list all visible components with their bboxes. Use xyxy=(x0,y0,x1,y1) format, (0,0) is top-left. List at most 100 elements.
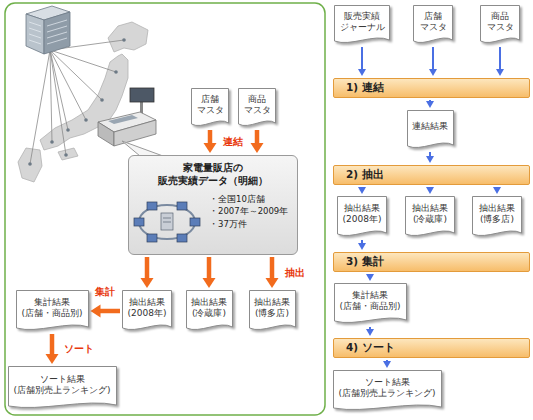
building-front xyxy=(44,12,70,54)
flow-arrow xyxy=(266,257,279,288)
document-outline xyxy=(123,291,172,330)
arrow-head xyxy=(426,101,434,108)
step-label: 4) ソート xyxy=(346,341,395,355)
callout-pointer xyxy=(122,141,163,156)
panel-frame xyxy=(5,3,325,415)
document-outline xyxy=(338,197,387,236)
document-box: 抽出結果 (博多店) xyxy=(472,196,522,238)
network-line xyxy=(50,50,102,100)
document-outline xyxy=(334,284,406,323)
callout-bullet: ・2007年～2009年 xyxy=(209,205,288,217)
document-outline xyxy=(186,291,232,330)
flow-arrow xyxy=(383,360,391,368)
arrow-head xyxy=(358,69,366,76)
store-dot xyxy=(28,162,32,166)
document-box: 集計結果 (店舗・商品別) xyxy=(334,283,407,325)
network-line xyxy=(30,50,50,164)
arrow-head xyxy=(251,143,264,153)
arrow-head xyxy=(358,187,366,194)
terminal-icon xyxy=(177,234,187,242)
document-box: ソート結果 (店舗別売上ランキング) xyxy=(8,366,117,410)
terminal-icon xyxy=(177,202,187,210)
arrow-line xyxy=(499,47,501,70)
arrow-head xyxy=(266,278,279,288)
flow-arrow xyxy=(46,334,59,364)
edge-label: ソート xyxy=(63,343,95,355)
arrow-line xyxy=(207,257,212,279)
edge-label: 集計 xyxy=(94,286,116,298)
document-box: 店舗 マスタ xyxy=(413,5,453,45)
flow-arrow xyxy=(91,305,121,318)
window-row xyxy=(29,34,41,38)
store-dot xyxy=(114,70,118,74)
arrow-head xyxy=(46,354,59,364)
flow-arrow xyxy=(366,274,374,281)
flow-arrow xyxy=(251,130,264,153)
store-dot xyxy=(64,153,68,157)
step-band: 4) ソート xyxy=(333,338,530,358)
step-band: 2) 抽出 xyxy=(333,165,530,185)
arrow-line xyxy=(145,257,150,279)
building-windows xyxy=(29,20,67,44)
document-box: 店舗 マスタ xyxy=(191,88,229,128)
map-island xyxy=(108,22,148,52)
building-icon xyxy=(26,6,70,54)
network-terminals xyxy=(134,202,200,242)
document-outline xyxy=(239,89,276,126)
document-box: 連結結果 xyxy=(407,110,454,150)
document-label: 店舗 マスタ xyxy=(196,94,224,116)
document-box: 販売実績 ジャーナル xyxy=(334,5,390,45)
step-band: 1) 連結 xyxy=(333,78,530,98)
store-dot xyxy=(100,98,104,102)
document-label: 集計結果 (店舗・商品別) xyxy=(21,297,84,319)
document-box: 商品 マスタ xyxy=(480,5,520,45)
document-outline xyxy=(249,291,295,330)
document-label: 商品 マスタ xyxy=(243,94,271,116)
flow-arrow xyxy=(426,187,434,194)
document-label: 抽出結果 (博多店) xyxy=(254,297,291,319)
store-dot xyxy=(84,118,88,122)
window-row xyxy=(29,28,41,32)
arrow-line xyxy=(255,130,260,144)
document-label: 店舗 マスタ xyxy=(419,11,447,33)
document-outline xyxy=(414,6,453,43)
edge-label: 連結 xyxy=(222,136,244,148)
terminal-icon xyxy=(190,218,200,226)
document-outline xyxy=(333,371,441,410)
document-outline xyxy=(407,111,453,148)
document-label: ソート結果 (店舗別売上ランキング) xyxy=(13,374,112,396)
document-label: ソート結果 (店舗別売上ランキング) xyxy=(338,377,437,399)
document-label: 抽出結果 (2008年) xyxy=(342,203,382,225)
callout-title: 家電量販店の 販売実績データ（明細） xyxy=(158,162,269,187)
arrow-line xyxy=(100,309,121,314)
arrow-head xyxy=(366,329,374,336)
arrow-head xyxy=(91,305,101,318)
document-label: 販売実績 ジャーナル xyxy=(339,11,385,33)
flow-arrow xyxy=(429,47,437,76)
store-dot xyxy=(122,38,126,42)
callout-bullet: ・37万件 xyxy=(209,218,247,230)
arrow-head xyxy=(426,156,434,163)
map-island xyxy=(58,148,78,160)
arrow-head xyxy=(141,278,154,288)
arrow-line xyxy=(432,47,434,70)
document-outline xyxy=(473,197,522,236)
document-label: 抽出結果 (冷蔵庫) xyxy=(191,297,228,319)
store-dots xyxy=(28,38,126,166)
step-band: 3) 集計 xyxy=(333,252,530,272)
arrow-head xyxy=(203,278,216,288)
store-dot xyxy=(50,140,54,144)
server-icon xyxy=(161,213,173,230)
document-outline xyxy=(481,6,520,43)
arrow-line xyxy=(270,257,275,279)
terminal-icon xyxy=(147,234,157,242)
document-box: 抽出結果 (冷蔵庫) xyxy=(405,196,455,238)
arrow-head xyxy=(426,187,434,194)
network-line xyxy=(50,50,68,130)
flow-arrow xyxy=(426,100,434,108)
document-label: 連結結果 xyxy=(412,121,449,132)
arrow-line xyxy=(208,130,213,144)
window-row xyxy=(47,26,67,32)
document-box: 抽出結果 (2008年) xyxy=(122,290,172,332)
store-dot xyxy=(66,128,70,132)
